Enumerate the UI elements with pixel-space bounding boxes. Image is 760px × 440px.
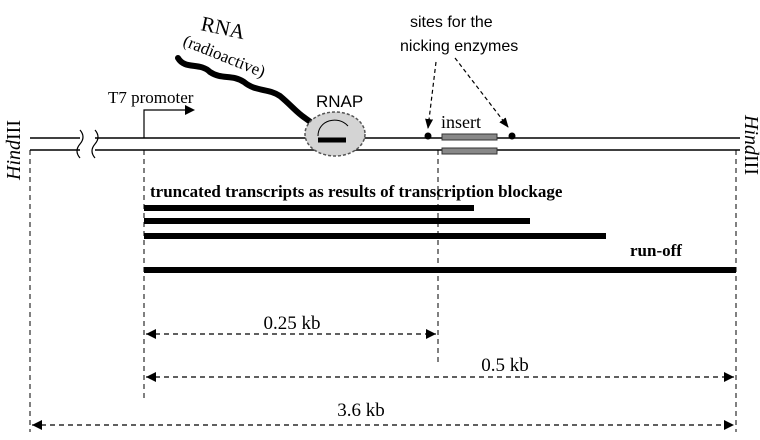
break-mark-left	[76, 129, 84, 159]
distance-0-5kb-label: 0.5 kb	[481, 355, 529, 376]
t7-promoter-label: T7 promoter	[108, 88, 194, 107]
insert-label: insert	[441, 112, 481, 132]
dna-duplex	[30, 129, 740, 159]
distance-3-6kb-label: 3.6 kb	[337, 400, 385, 421]
distance-0-25kb	[146, 329, 436, 339]
hindiii-right-label: HindIII	[740, 114, 760, 175]
distance-0-5kb	[146, 372, 734, 382]
distance-0-25kb-label: 0.25 kb	[264, 313, 321, 334]
hindiii-left-label: HindIII	[3, 120, 25, 181]
nicking-site-dot-left	[424, 132, 432, 140]
nicking-sites-label-line2: nicking enzymes	[400, 38, 518, 55]
truncated-transcripts-label: truncated transcripts as results of tran…	[150, 182, 563, 201]
rnap-label: RNAP	[316, 92, 363, 111]
nicking-site-dot-right	[508, 132, 516, 140]
break-mark-right	[91, 129, 99, 159]
rnap-ellipse	[304, 111, 366, 157]
nicking-sites-label-line1: sites for the	[410, 14, 493, 31]
insert-box-bottom	[441, 147, 498, 155]
rna-strand	[175, 55, 338, 137]
t7-promoter-arrow	[143, 105, 195, 138]
nicking-arrow-left	[425, 61, 437, 129]
insert-box-top	[441, 133, 498, 141]
runoff-label: run-off	[630, 241, 682, 260]
nicking-arrow-right	[454, 57, 509, 128]
distance-3-6kb	[32, 420, 734, 430]
rnap-loop	[317, 119, 349, 137]
